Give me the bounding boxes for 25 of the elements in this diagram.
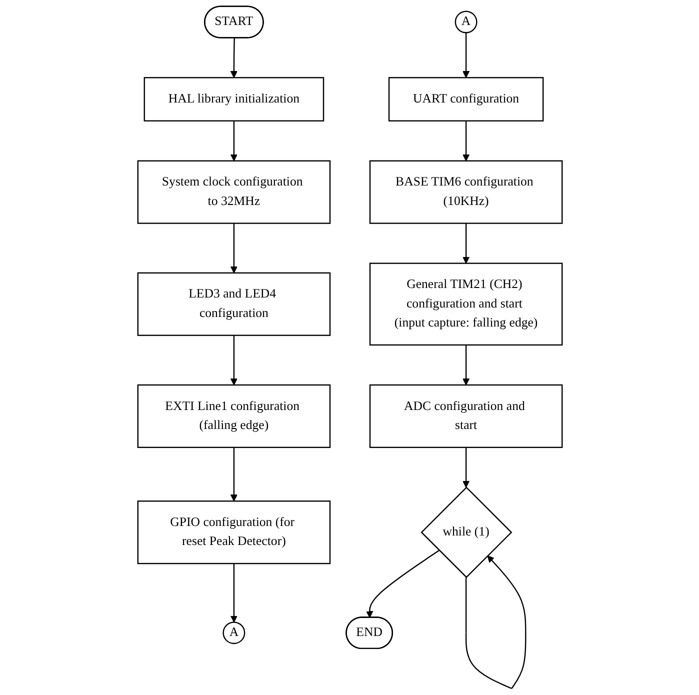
arrow	[230, 335, 237, 386]
node-diamond: while (1)	[420, 486, 512, 578]
arrow	[230, 447, 237, 502]
node-box: GPIO configuration (for reset Peak Detector)	[136, 500, 330, 564]
arrow	[462, 447, 470, 488]
node-box: LED3 and LED4 configuration	[136, 272, 330, 336]
node-box: HAL library initialization	[143, 77, 324, 122]
arrow	[230, 564, 237, 623]
arrow	[464, 555, 526, 690]
node-box: System clock configuration to 32MHz	[136, 160, 330, 224]
node-box: General TIM21 (CH2) configuration and start (input capture: falling edge)	[368, 262, 562, 346]
node-box: UART configuration	[388, 77, 544, 122]
node-box: BASE TIM6 configuration (10KHz)	[368, 160, 562, 224]
arrow	[366, 550, 440, 618]
node-circle: A	[222, 622, 245, 644]
arrow	[462, 32, 470, 78]
node-box: ADC configuration and start	[368, 384, 562, 448]
arrow	[230, 223, 237, 274]
arrow	[230, 38, 237, 78]
arrow	[462, 223, 470, 264]
arrow	[462, 120, 470, 162]
node-circle: A	[454, 10, 477, 34]
node-box: EXTI Line1 configuration (falling edge)	[136, 384, 330, 448]
arrow	[230, 120, 237, 162]
arrow	[462, 344, 470, 386]
